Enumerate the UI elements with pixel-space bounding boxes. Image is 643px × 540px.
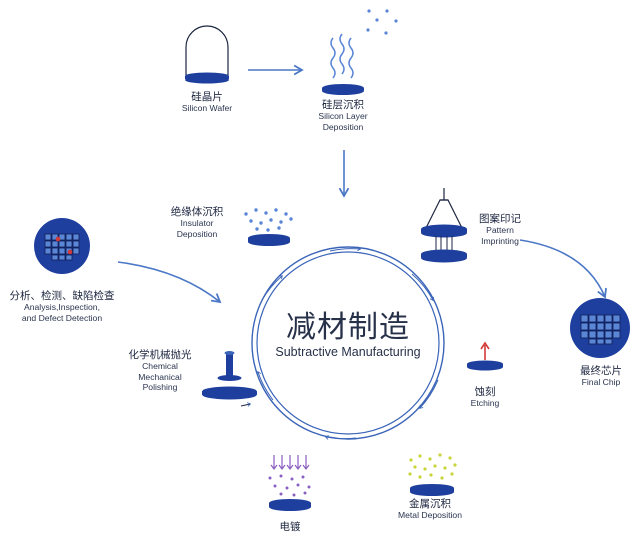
final-chip-en: Final Chip	[581, 377, 621, 388]
etching-icon	[467, 341, 503, 371]
electroplating-icon	[268, 455, 311, 511]
analysis-label: 分析、检测、缺陷检查 Analysis,Inspection, and Defe…	[4, 290, 120, 323]
metal-deposition-en: Metal Deposition	[397, 510, 462, 521]
insulator-deposition-en2: Deposition	[176, 228, 218, 239]
pattern-imprinting-icon	[421, 188, 467, 263]
final-chip-icon	[570, 298, 630, 358]
insulator-deposition-en1: Insulator	[180, 218, 214, 229]
etching-en: Etching	[470, 398, 500, 409]
cmp-en2: Mechanical	[138, 371, 182, 382]
silicon-layer-deposition-icon	[322, 33, 364, 95]
pattern-imprinting-label: 图案印记 Pattern Imprinting	[470, 213, 530, 246]
silicon-layer-deposition-en1: Silicon Layer	[318, 111, 368, 122]
electroplating-label: 电镀	[260, 521, 320, 533]
process-cycle-ring	[251, 246, 445, 440]
etching-cn: 蚀刻	[474, 386, 496, 398]
cmp-en3: Polishing	[142, 381, 178, 392]
metal-deposition-icon	[408, 453, 457, 496]
insulator-deposition-label: 绝缘体沉积 Insulator Deposition	[152, 206, 242, 239]
analysis-cn: 分析、检测、缺陷检查	[9, 290, 115, 302]
final-chip-label: 最终芯片 Final Chip	[565, 365, 637, 388]
cmp-en1: Chemical	[142, 361, 178, 372]
silicon-wafer-cn: 硅晶片	[191, 91, 223, 103]
pattern-imprinting-en1: Pattern	[486, 225, 514, 236]
cmp-label: 化学机械抛光 Chemical Mechanical Polishing	[110, 349, 210, 392]
analysis-wafer-icon	[34, 218, 90, 274]
insulator-deposition-icon	[244, 208, 293, 246]
cmp-polisher-icon	[202, 351, 257, 407]
silicon-layer-deposition-en2: Deposition	[322, 121, 364, 132]
cmp-cn: 化学机械抛光	[128, 349, 192, 361]
silicon-layer-deposition-cn: 硅层沉积	[322, 99, 364, 111]
center-title-en: Subtractive Manufacturing	[275, 345, 421, 360]
pattern-imprinting-cn: 图案印记	[479, 213, 521, 225]
silicon-layer-deposition-label: 硅层沉积 Silicon Layer Deposition	[293, 99, 393, 132]
metal-deposition-label: 金属沉积 Metal Deposition	[380, 498, 480, 521]
final-chip-cn: 最终芯片	[580, 365, 622, 377]
center-title-cn: 减材制造	[286, 310, 410, 345]
silicon-wafer-label: 硅晶片 Silicon Wafer	[157, 91, 257, 114]
analysis-en2: and Defect Detection	[21, 312, 103, 323]
analysis-en1: Analysis,Inspection,	[24, 302, 100, 313]
insulator-deposition-cn: 绝缘体沉积	[170, 206, 224, 218]
arrow-analysis-to-cycle	[117, 261, 222, 304]
silicon-wafer-icon	[185, 25, 229, 84]
metal-deposition-cn: 金属沉积	[409, 498, 451, 510]
center-label: 减材制造 Subtractive Manufacturing	[248, 310, 448, 360]
electroplating-cn: 电镀	[279, 521, 301, 533]
arrow-pattern-to-final-chip	[519, 239, 607, 299]
silicon-wafer-en: Silicon Wafer	[181, 103, 233, 114]
pattern-imprinting-en2: Imprinting	[481, 235, 519, 246]
scattered-particles	[366, 9, 398, 35]
etching-label: 蚀刻 Etching	[455, 386, 515, 409]
